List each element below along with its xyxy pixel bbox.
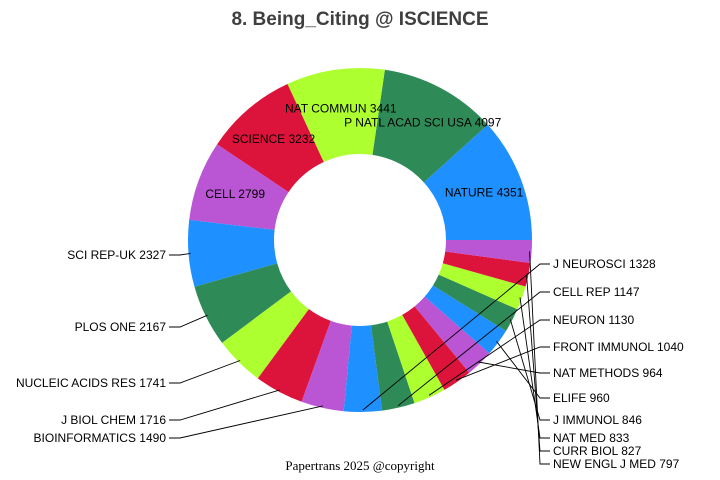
slice-front-immunol <box>402 306 470 390</box>
slice-label-cell: CELL 2799 <box>205 187 265 201</box>
slice-curr-biol <box>442 251 531 287</box>
leader-lines <box>169 251 550 465</box>
slice-cell <box>189 144 289 230</box>
slice-nat-commun <box>287 68 385 163</box>
slice-label-bioinformatics: BIOINFORMATICS 1490 <box>34 431 167 445</box>
slice-label-front-immunol: FRONT IMMUNOL 1040 <box>553 340 684 354</box>
copyright-footer: Papertrans 2025 @copyright <box>285 458 435 473</box>
slice-label-elife: ELIFE 960 <box>553 391 610 405</box>
leader-line-j-neurosci <box>362 263 550 411</box>
slice-sci-rep-uk <box>188 219 278 287</box>
leader-line-front-immunol <box>455 346 550 381</box>
slice-label-sci-rep-uk: SCI REP-UK 2327 <box>67 248 166 262</box>
leader-line-nat-med <box>519 297 550 439</box>
leader-line-nucleic-acids-res <box>169 360 241 384</box>
leader-line-curr-biol <box>526 274 550 452</box>
leader-line-elife <box>496 341 550 399</box>
slice-label-nature: NATURE 4351 <box>445 185 524 199</box>
slice-label-j-biol-chem: J BIOL CHEM 1716 <box>61 413 166 427</box>
slice-label-plos-one: PLOS ONE 2167 <box>75 320 167 334</box>
slice-label-j-neurosci: J NEUROSCI 1328 <box>553 257 656 271</box>
slice-label-nat-commun: NAT COMMUN 3441 <box>285 101 397 115</box>
slice-nat-med <box>438 263 526 310</box>
leader-line-j-biol-chem <box>169 389 280 421</box>
slice-cell-rep <box>371 321 415 411</box>
slice-label-nat-methods: NAT METHODS 964 <box>553 366 663 380</box>
leader-line-nat-methods <box>478 361 550 374</box>
slice-j-neurosci <box>343 325 383 412</box>
leader-line-cell-rep <box>397 291 550 407</box>
donut-slices <box>188 68 532 412</box>
leader-line-neuron <box>428 319 550 396</box>
slice-p-natl-acad-sci-usa <box>372 69 488 183</box>
slice-neuron <box>387 314 445 404</box>
slice-j-immunol <box>432 274 518 331</box>
slice-label-nat-med: NAT MED 833 <box>553 431 630 445</box>
slice-label-cell-rep: CELL REP 1147 <box>553 285 640 299</box>
slice-label-science: SCIENCE 3232 <box>232 132 316 146</box>
chart-title: 8. Being_Citing @ ISCIENCE <box>231 9 488 30</box>
slice-label-nucleic-acids-res: NUCLEIC ACIDS RES 1741 <box>16 376 166 390</box>
slice-j-biol-chem <box>257 309 331 402</box>
slice-nucleic-acids-res <box>222 291 309 379</box>
leader-line-bioinformatics <box>169 405 323 439</box>
slice-nature <box>423 124 532 240</box>
slice-science <box>217 84 324 193</box>
slice-nat-methods <box>414 296 490 373</box>
slice-label-j-immunol: J IMMUNOL 846 <box>553 413 642 427</box>
leader-line-sci-rep-uk <box>169 252 191 256</box>
slice-label-neuron: NEURON 1130 <box>553 313 634 327</box>
leader-line-j-immunol <box>509 319 550 421</box>
slice-elife <box>424 285 506 354</box>
leader-line-new-engl-j-med <box>529 251 550 465</box>
slice-label-new-engl-j-med: NEW ENGL J MED 797 <box>553 457 680 471</box>
slice-label-curr-biol: CURR BIOL 827 <box>553 444 642 458</box>
slice-bioinformatics <box>301 320 352 412</box>
slice-label-p-natl-acad-sci-usa: P NATL ACAD SCI USA 4097 <box>344 116 502 130</box>
slice-plos-one <box>194 263 292 343</box>
slice-new-engl-j-med <box>445 240 532 264</box>
leader-line-plos-one <box>169 314 208 328</box>
